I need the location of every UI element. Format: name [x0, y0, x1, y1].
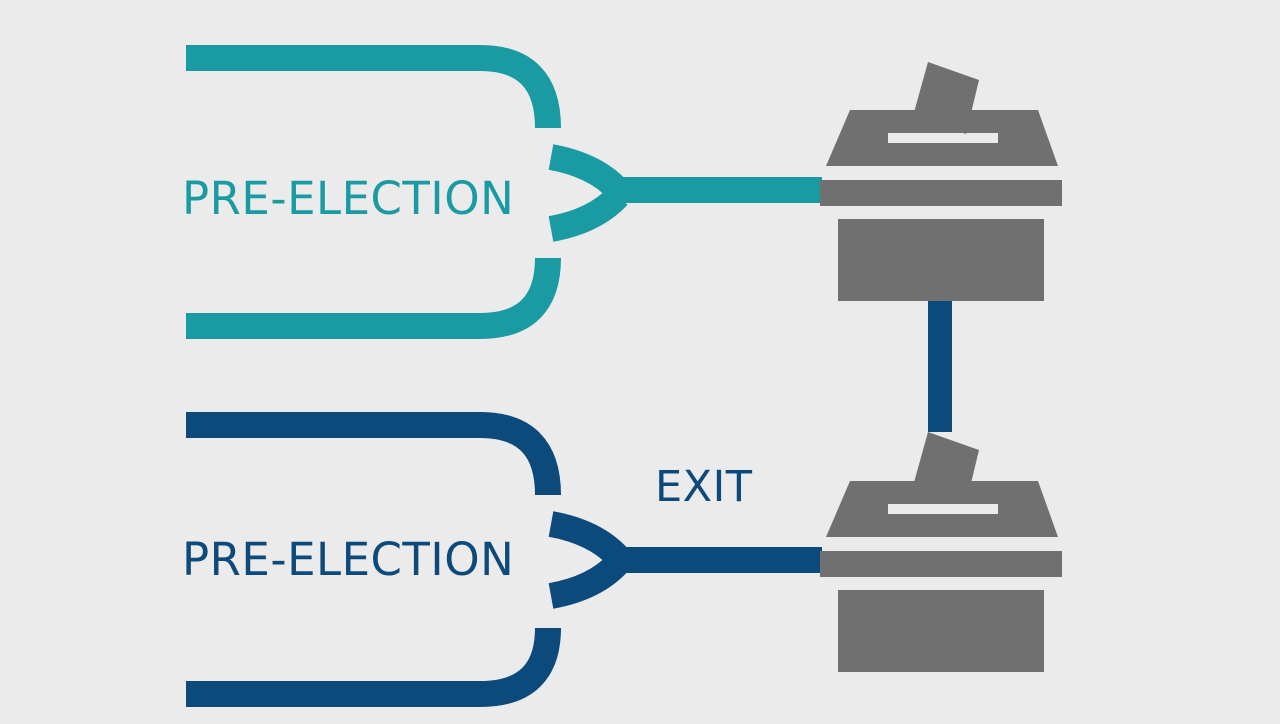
box-body	[838, 590, 1044, 672]
pre-election-bracket-top	[186, 45, 822, 339]
bottom-lower-arm	[186, 627, 561, 707]
ballot-box-icon	[820, 432, 1062, 672]
bottom-join-lower	[548, 553, 628, 609]
exit-label: EXIT	[655, 462, 753, 512]
top-lower-arm	[186, 257, 561, 339]
pre-election-bracket-bottom	[186, 412, 822, 707]
top-join-lower	[548, 186, 628, 242]
bottom-upper-arm	[186, 412, 561, 496]
box-body	[838, 219, 1044, 301]
box-band	[820, 551, 1062, 577]
box-band	[820, 180, 1062, 206]
top-upper-arm	[186, 45, 561, 129]
vertical-link	[928, 300, 952, 432]
pre-election-label-bottom: PRE-ELECTION	[182, 533, 515, 586]
box-lid	[826, 110, 1058, 166]
ballot-box-icon	[820, 62, 1062, 301]
top-join-upper	[548, 144, 628, 200]
pre-election-label-top: PRE-ELECTION	[182, 172, 515, 225]
bottom-join-upper	[548, 511, 628, 567]
box-lid	[826, 481, 1058, 537]
